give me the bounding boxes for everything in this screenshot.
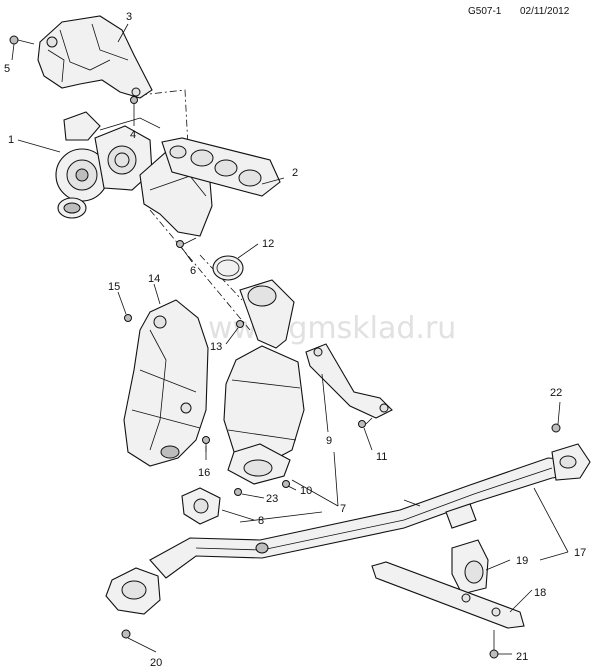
exhaust-hanger-insulator xyxy=(451,539,489,595)
lower-heat-shield xyxy=(123,299,209,467)
front-exhaust-pipe xyxy=(105,443,591,615)
callout-14: 14 xyxy=(148,273,160,285)
callout-6: 6 xyxy=(190,265,196,277)
diagram-code: G507-1 xyxy=(468,6,502,17)
diagram-date: 02/11/2012 xyxy=(520,6,570,17)
callout-8: 8 xyxy=(258,515,264,527)
converter-bracket xyxy=(305,343,393,419)
callout-20: 20 xyxy=(150,657,162,669)
callout-13: 13 xyxy=(210,341,222,353)
callout-19: 19 xyxy=(516,555,528,567)
callout-4: 4 xyxy=(130,129,136,141)
callout-10: 10 xyxy=(300,485,312,497)
watermark: www.gmsklad.ru xyxy=(208,311,456,346)
callout-7: 7 xyxy=(340,503,346,515)
callout-2: 2 xyxy=(292,167,298,179)
hanger-bracket xyxy=(371,561,525,629)
callout-3: 3 xyxy=(126,11,132,23)
callout-12: 12 xyxy=(262,238,274,250)
callout-9: 9 xyxy=(326,435,332,447)
catalytic-converter xyxy=(223,279,305,485)
callout-18: 18 xyxy=(534,587,546,599)
callout-1: 1 xyxy=(8,134,14,146)
upper-heat-shield xyxy=(37,15,153,99)
leader-lines xyxy=(11,23,569,655)
callout-23: 23 xyxy=(266,493,278,505)
callout-16: 16 xyxy=(198,467,210,479)
callout-17: 17 xyxy=(574,547,586,559)
callout-5: 5 xyxy=(4,63,10,75)
callout-labels: 3 5 1 4 2 6 12 15 14 13 9 11 16 10 23 7 … xyxy=(4,11,586,669)
exhaust-manifold xyxy=(139,137,281,237)
callout-11: 11 xyxy=(376,451,387,463)
turbocharger xyxy=(55,111,161,219)
callout-22: 22 xyxy=(550,387,562,399)
callout-21: 21 xyxy=(516,651,528,663)
callout-15: 15 xyxy=(108,281,120,293)
